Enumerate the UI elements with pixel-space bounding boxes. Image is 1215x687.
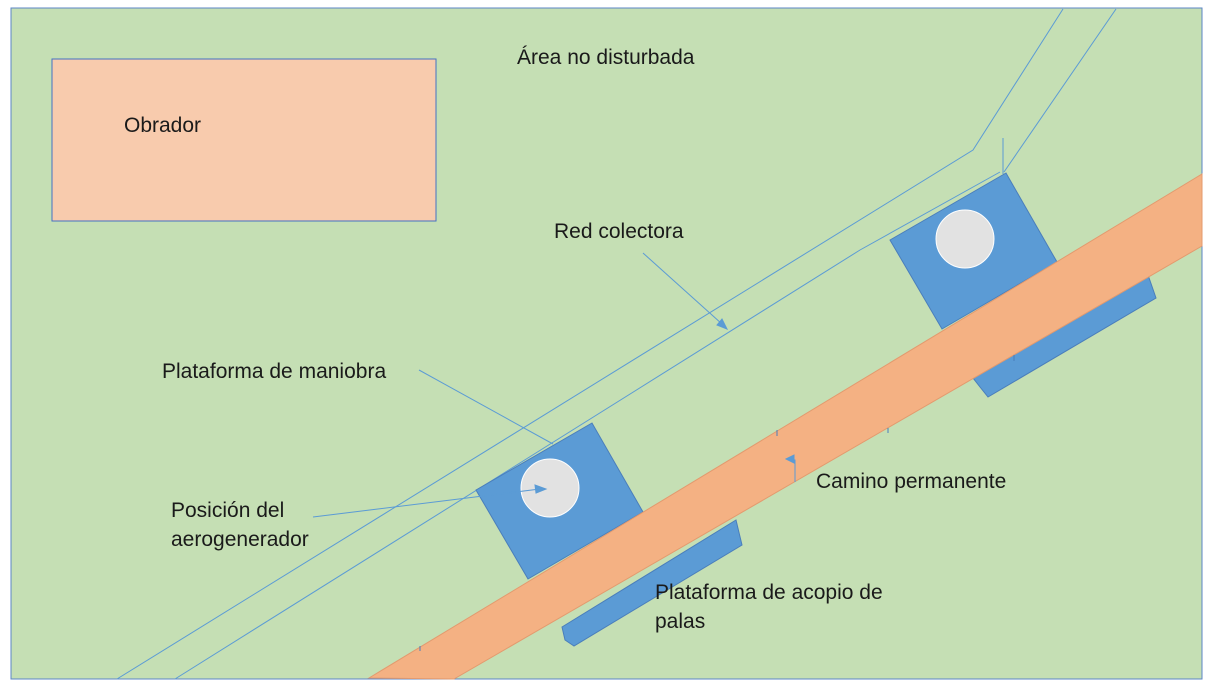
leader-lines (312, 252, 796, 518)
area-no-disturbada-label: Área no disturbada (517, 46, 695, 69)
obrador-area (51, 58, 437, 222)
posicion-aerogenerador-2 (935, 209, 995, 269)
posicion-aerogenerador-label-line2: aerogenerador (171, 528, 309, 551)
camino-permanente-label: Camino permanente (816, 470, 1007, 493)
plataforma-acopio-label: Plataforma de acopio de palas (655, 578, 883, 636)
plataforma-maniobra-label: Plataforma de maniobra (162, 360, 387, 383)
camino-permanente (367, 173, 1203, 680)
camino-tick-marks (419, 355, 1015, 651)
obrador-label: Obrador (124, 114, 202, 137)
posicion-aerogenerador-1 (520, 458, 580, 518)
posicion-aerogenerador-label: Posición del aerogenerador (171, 496, 309, 554)
posicion-aerogenerador-label-line1: Posición del (171, 499, 285, 522)
red-colectora-lines (116, 8, 1117, 680)
plataforma-acopio-label-line1: Plataforma de acopio de (655, 581, 883, 604)
plataforma-acopio-palas-1 (561, 519, 743, 647)
red-colectora-label: Red colectora (554, 220, 684, 243)
plataforma-acopio-label-line2: palas (655, 610, 706, 633)
